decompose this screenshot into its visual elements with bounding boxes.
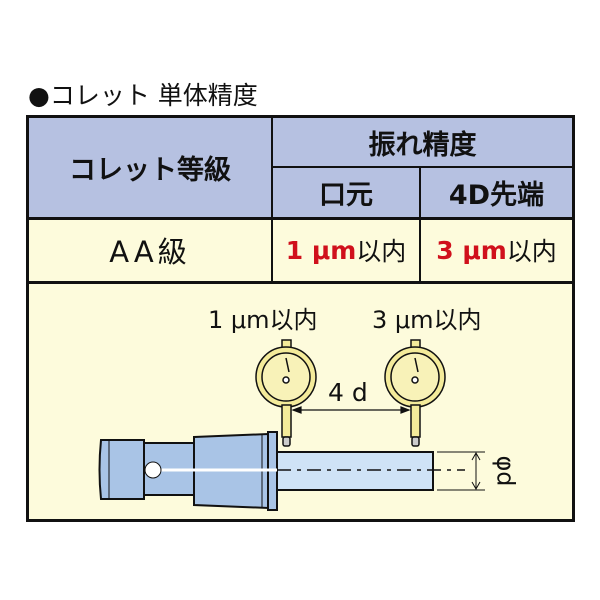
grade-aa: AA級 <box>28 218 272 282</box>
diameter-dimension <box>437 451 485 491</box>
shaft <box>276 451 434 491</box>
tip-value-number: 3 μm <box>436 235 507 265</box>
dial-gauge-mouth <box>255 339 317 447</box>
header-4d-tip: 4D先端 <box>420 167 573 218</box>
distance-label: 4 d <box>328 378 368 407</box>
divider-subheader <box>272 166 573 168</box>
header-runout-accuracy: 振れ精度 <box>272 117 573 167</box>
mouth-value-number: 1 μm <box>285 235 357 265</box>
header-mouth: 口元 <box>272 167 420 218</box>
divider-diagram <box>26 281 575 284</box>
divider-header <box>26 217 575 220</box>
diameter-label: φd <box>491 455 520 487</box>
header-collet-grade: コレット等級 <box>28 117 272 218</box>
distance-arrow <box>291 406 411 414</box>
diagram-label-mouth: 1 μm以内 <box>208 306 318 334</box>
hole <box>144 461 162 479</box>
divider-col1 <box>271 115 273 282</box>
border-left <box>26 115 29 522</box>
tip-value-suffix: 以内 <box>506 237 557 266</box>
section-title: ●コレット 単体精度 <box>28 81 258 110</box>
mouth-value-suffix: 以内 <box>356 237 407 266</box>
diagram-label-tip: 3 μm以内 <box>372 306 482 334</box>
divider-col2 <box>419 166 421 282</box>
dial-gauge-tip <box>384 339 446 447</box>
border-bottom <box>26 519 575 522</box>
border-top <box>26 115 575 118</box>
border-right <box>572 115 575 522</box>
